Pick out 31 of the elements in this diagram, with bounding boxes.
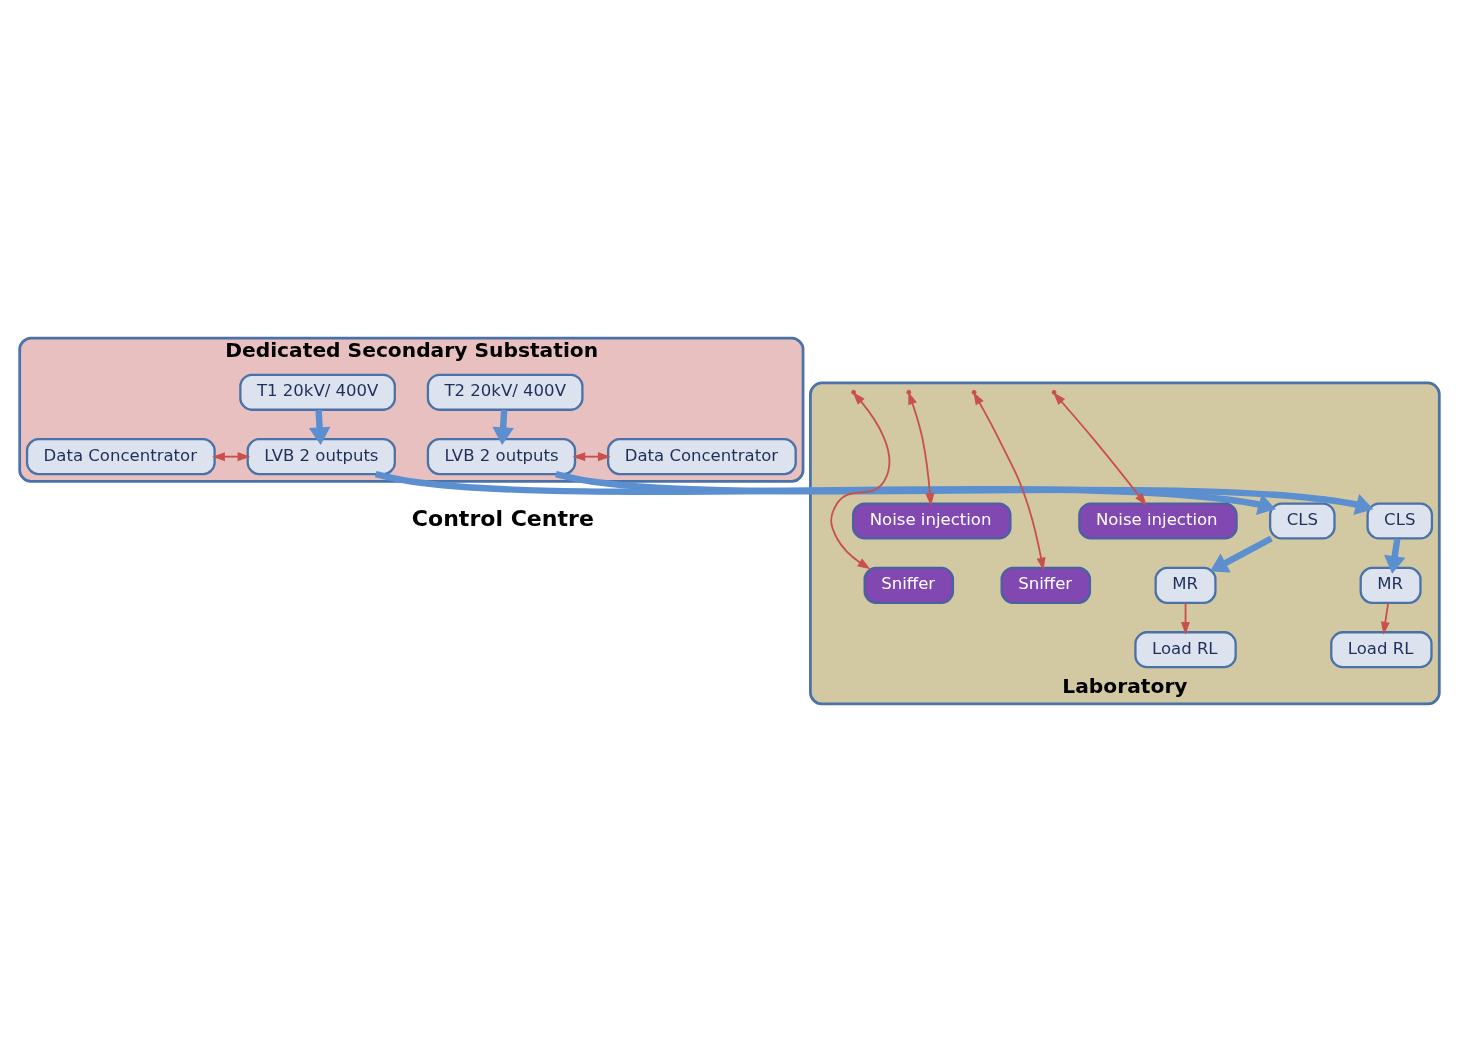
arrow (555, 471, 1374, 515)
arrow (1210, 535, 1273, 573)
node-box: LVB 2 outputs (246, 438, 396, 476)
arrow (1053, 392, 1147, 506)
node-box: Noise injection (1078, 502, 1238, 540)
node-box: CLS (1366, 502, 1434, 540)
arrow (492, 409, 514, 446)
arrow (830, 392, 891, 570)
node-box: Noise injection (852, 502, 1012, 540)
node-box: Data Concentrator (607, 438, 797, 476)
node-box: CLS (1269, 502, 1336, 540)
arrow (212, 452, 251, 462)
node-box: Load RL (1330, 631, 1433, 669)
node-box: Data Concentrator (25, 438, 216, 476)
arrow (973, 391, 1046, 571)
arrow (908, 391, 935, 507)
node-box: Sniffer (863, 566, 955, 604)
arrow (572, 452, 611, 462)
node-box: T2 20kV/ 400V (426, 373, 584, 411)
node-box: MR (1359, 566, 1422, 604)
node-box: T1 20kV/ 400V (239, 373, 396, 411)
node-box: Load RL (1134, 631, 1237, 669)
label: Control Centre (411, 505, 594, 531)
arrow (374, 471, 1276, 515)
arrow (1181, 602, 1191, 635)
arrow (308, 409, 331, 446)
node-box: MR (1154, 566, 1217, 604)
arrow (1384, 538, 1406, 574)
node-box: LVB 2 outputs (426, 438, 577, 476)
node-box: Sniffer (1000, 566, 1092, 604)
arrow (1380, 602, 1390, 635)
